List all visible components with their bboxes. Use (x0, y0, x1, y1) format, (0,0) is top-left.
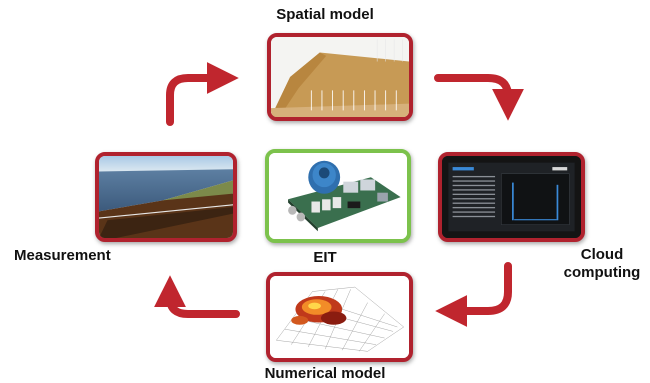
arrow-measurement-to-spatial (166, 62, 239, 126)
eit-card (265, 149, 411, 243)
cloud-dashboard-image (442, 156, 581, 238)
arrow-numerical-to-measurement (154, 275, 240, 318)
spatial-model-image (271, 37, 409, 117)
cloud-label-line1: Cloud (580, 246, 624, 263)
cloud-computing-card (438, 152, 585, 242)
arrow-spatial-to-cloud (434, 74, 524, 121)
measurement-image (99, 156, 233, 238)
numerical-model-label: Numerical model (264, 365, 386, 382)
spatial-model-label: Spatial model (276, 6, 374, 23)
cloud-computing-label: Cloud computing (556, 246, 648, 282)
eit-label: EIT (313, 249, 337, 266)
measurement-label: Measurement (14, 247, 111, 264)
numerical-model-card (266, 272, 413, 362)
cloud-label-line2: computing (563, 264, 641, 281)
measurement-card (95, 152, 237, 242)
arrow-cloud-to-numerical (435, 262, 512, 327)
numerical-mesh-image (270, 276, 409, 358)
eit-board-image (269, 153, 407, 239)
spatial-model-card (267, 33, 413, 121)
